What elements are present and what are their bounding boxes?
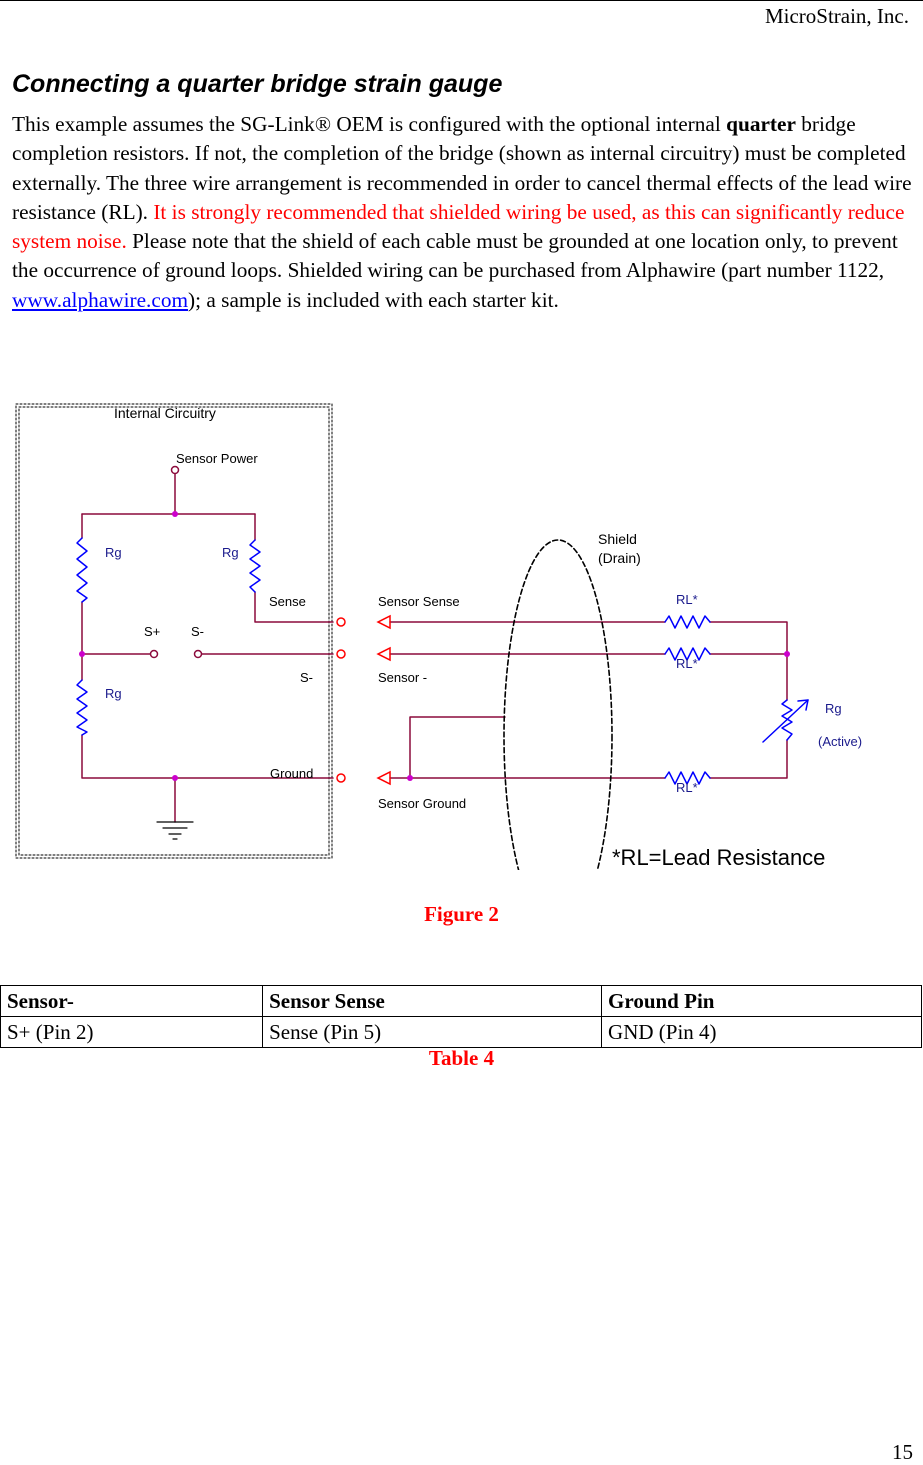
label-s-minus-bridge: S- bbox=[191, 624, 204, 639]
table-caption: Table 4 bbox=[428, 1046, 495, 1070]
junction-dots bbox=[79, 511, 790, 781]
label-shield: Shield bbox=[598, 531, 637, 547]
para-text-3: Please note that the shield of each cabl… bbox=[12, 229, 898, 283]
para-warning: It is strongly recommended that shielded… bbox=[12, 199, 905, 254]
figure-caption: Figure 2 bbox=[424, 902, 499, 926]
resistor-rg-top-right bbox=[249, 539, 261, 593]
quarter-bridge-diagram: Internal Circuitry Sensor Power Rg Rg Se… bbox=[15, 403, 862, 870]
pin-table: Sensor- Sensor Sense Ground Pin S+ (Pin … bbox=[0, 985, 922, 1048]
resistor-rl-2 bbox=[664, 647, 711, 661]
label-internal-circuitry: Internal Circuitry bbox=[114, 405, 216, 421]
body-paragraph: This example assumes the SG-Link® OEM is… bbox=[12, 110, 912, 315]
resistor-rg-bottom-left bbox=[76, 679, 88, 736]
label-sensor-ground: Sensor Ground bbox=[378, 796, 466, 811]
label-rg-top-right: Rg bbox=[222, 545, 239, 560]
table-header-cell: Sensor- bbox=[0, 985, 264, 1017]
section-title: Connecting a quarter bridge strain gauge bbox=[12, 70, 503, 98]
table-header-cell: Ground Pin bbox=[601, 985, 922, 1017]
ground-symbol bbox=[156, 821, 194, 840]
label-s-minus-terminal: S- bbox=[300, 670, 313, 685]
alphawire-link[interactable]: www.alphawire.com bbox=[12, 287, 189, 312]
table-cell: Sense (Pin 5) bbox=[262, 1016, 603, 1048]
label-rg-active: Rg bbox=[825, 701, 842, 716]
label-rg-bottom-left: Rg bbox=[105, 686, 122, 701]
internal-circuitry-box bbox=[15, 403, 333, 859]
label-rl-2: RL* bbox=[676, 656, 698, 671]
sensor-sense-connector bbox=[376, 614, 391, 630]
label-drain: (Drain) bbox=[598, 550, 641, 566]
header-rule bbox=[0, 0, 923, 1]
label-sense: Sense bbox=[269, 594, 306, 609]
label-ground: Ground bbox=[270, 766, 313, 781]
sensor-ground-connector bbox=[376, 770, 391, 786]
label-s-plus: S+ bbox=[144, 624, 160, 639]
table-header-row: Sensor- Sensor Sense Ground Pin bbox=[0, 985, 922, 1017]
label-sensor-power: Sensor Power bbox=[176, 451, 258, 466]
label-sensor-sense: Sensor Sense bbox=[378, 594, 460, 609]
label-lead-resistance-note: *RL=Lead Resistance bbox=[612, 845, 825, 870]
s-minus-terminal bbox=[336, 649, 346, 659]
table-cell: GND (Pin 4) bbox=[601, 1016, 922, 1048]
sensor-minus-connector bbox=[376, 646, 391, 662]
resistor-rl-1 bbox=[664, 615, 711, 629]
table-cell: S+ (Pin 2) bbox=[0, 1016, 264, 1048]
table-header-cell: Sensor Sense bbox=[262, 985, 603, 1017]
s-minus-bridge-terminal bbox=[193, 649, 203, 659]
label-rl-3: RL* bbox=[676, 780, 698, 795]
resistor-rl-3 bbox=[664, 771, 711, 785]
para-text-2: bridge completion resistors. If not, the… bbox=[12, 112, 912, 224]
para-bold-quarter: quarter bbox=[726, 112, 796, 136]
label-rg-top-left: Rg bbox=[105, 545, 122, 560]
sense-terminal bbox=[336, 617, 346, 627]
label-active: (Active) bbox=[818, 734, 862, 749]
table-row: S+ (Pin 2) Sense (Pin 5) GND (Pin 4) bbox=[0, 1016, 922, 1048]
label-rl-1: RL* bbox=[676, 592, 698, 607]
page-number: 15 bbox=[892, 1440, 913, 1464]
variable-resistor-arrow bbox=[762, 699, 809, 743]
s-plus-terminal bbox=[149, 649, 159, 659]
ground-terminal bbox=[336, 773, 346, 783]
para-text-4: ); a sample is included with each starte… bbox=[188, 287, 559, 312]
sensor-power-terminal bbox=[170, 465, 180, 475]
variable-resistor-arrowhead bbox=[797, 699, 809, 711]
resistor-rg-top-left bbox=[76, 537, 88, 603]
company-name: MicroStrain, Inc. bbox=[764, 4, 909, 28]
wires bbox=[81, 473, 788, 823]
label-sensor-minus: Sensor - bbox=[378, 670, 427, 685]
para-text-1: This example assumes the SG-Link® OEM is… bbox=[12, 112, 727, 136]
internal-circuitry-box-inner bbox=[18, 406, 330, 856]
shield-ellipse bbox=[503, 539, 613, 870]
